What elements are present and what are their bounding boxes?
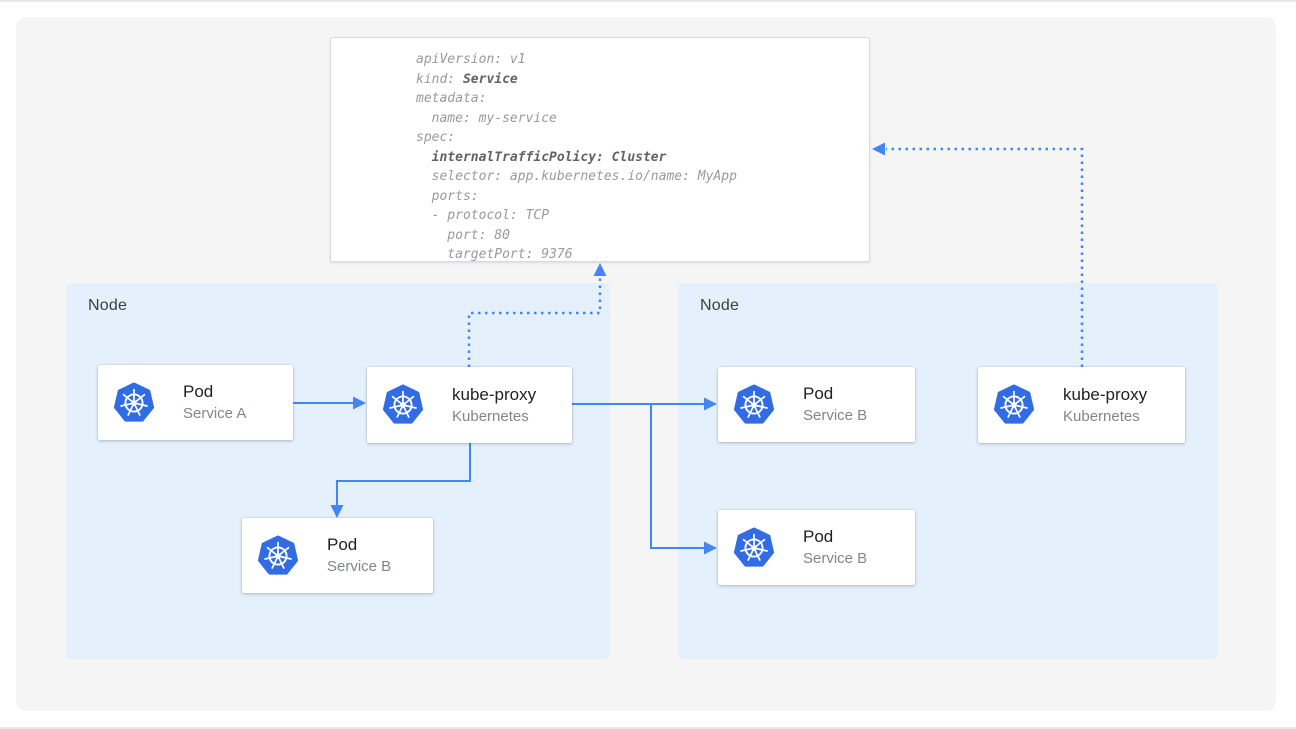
yaml-line: kind: Service xyxy=(416,71,518,87)
yaml-line: ports: xyxy=(416,188,479,204)
card-subtitle: Service B xyxy=(803,550,868,567)
node-box-right: Node xyxy=(678,283,1218,659)
card-pod-service-b-left: Pod Service B xyxy=(242,518,433,593)
card-title: kube-proxy xyxy=(452,384,537,404)
kubernetes-icon xyxy=(733,383,775,424)
kubernetes-icon xyxy=(113,381,155,422)
card-pod-service-b-right-bottom: Pod Service B xyxy=(718,510,915,585)
card-pod-service-a: Pod Service A xyxy=(98,365,293,440)
kubernetes-icon xyxy=(257,534,299,575)
card-title: Pod xyxy=(183,382,214,401)
yaml-line: - protocol: TCP xyxy=(416,208,550,223)
card-subtitle: Service B xyxy=(327,558,392,575)
kubernetes-icon xyxy=(733,526,775,567)
yaml-line: port: 80 xyxy=(416,227,510,243)
card-title: kube-proxy xyxy=(1063,384,1148,404)
card-kube-proxy-right: kube-proxy Kubernetes xyxy=(978,367,1185,443)
card-subtitle: Kubernetes xyxy=(452,407,529,425)
card-subtitle: Service B xyxy=(803,407,868,424)
service-yaml-card: apiVersion: v1 kind: Service metadata: n… xyxy=(330,37,870,262)
bottom-border-line xyxy=(0,727,1296,729)
node-label: Node xyxy=(88,297,128,314)
card-pod-service-b-right-top: Pod Service B xyxy=(718,367,915,442)
card-title: Pod xyxy=(803,527,834,546)
yaml-line: name: my-service xyxy=(416,110,557,126)
kubernetes-icon xyxy=(382,384,424,424)
card-subtitle: Kubernetes xyxy=(1063,407,1140,425)
top-border-line xyxy=(0,0,1296,2)
card-title: Pod xyxy=(803,384,834,403)
yaml-line: targetPort: 9376 xyxy=(416,247,573,262)
card-title: Pod xyxy=(327,535,358,554)
yaml-line: selector: app.kubernetes.io/name: MyApp xyxy=(416,169,737,184)
kubernetes-icon xyxy=(993,384,1035,424)
card-subtitle: Service A xyxy=(183,405,247,422)
yaml-line: spec: xyxy=(416,130,456,145)
yaml-line: apiVersion: v1 xyxy=(416,52,526,67)
node-box-left: Node xyxy=(66,283,610,659)
card-kube-proxy-left: kube-proxy Kubernetes xyxy=(367,367,572,443)
node-label: Node xyxy=(700,297,740,314)
yaml-line: metadata: xyxy=(416,91,487,106)
yaml-line: internalTrafficPolicy: Cluster xyxy=(431,149,667,165)
